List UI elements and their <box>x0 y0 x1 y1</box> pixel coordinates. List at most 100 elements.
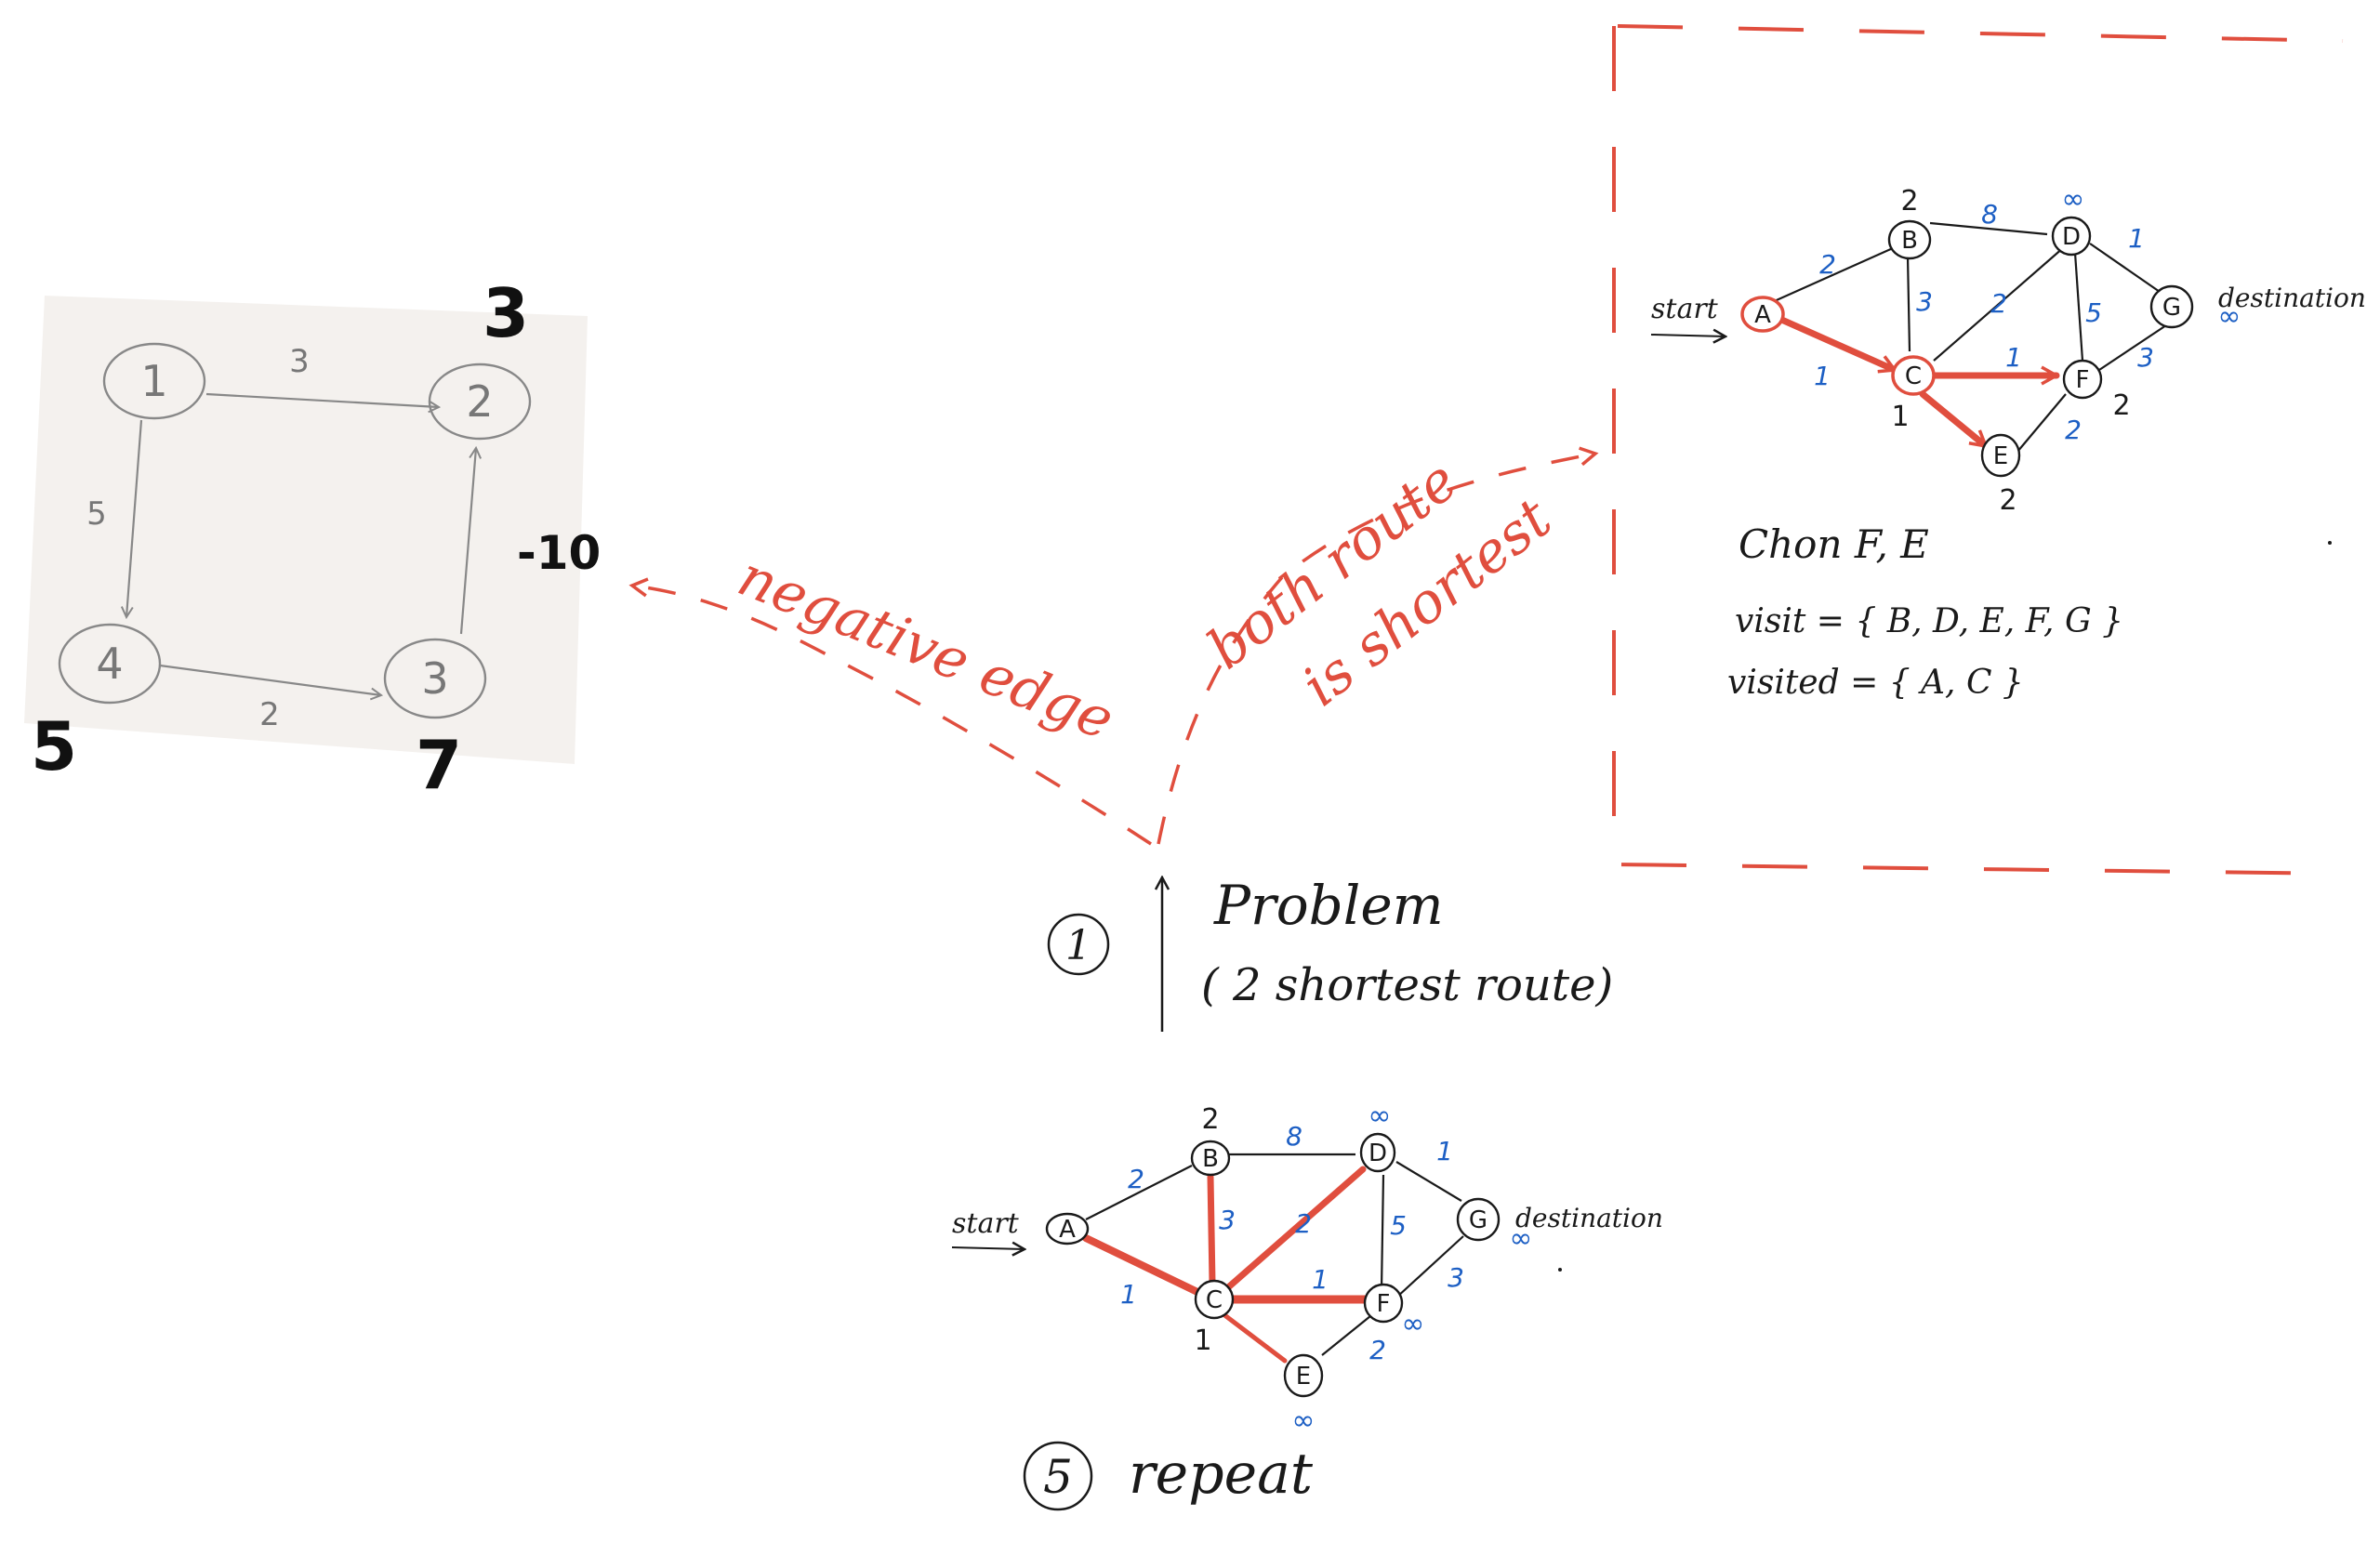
graph-bottom-node-label: A <box>1059 1216 1076 1244</box>
graph-bottom-nodes <box>1045 1132 1501 1398</box>
problem-number-circle <box>1047 913 1110 976</box>
graph-top-edge-c-d <box>1933 246 2065 362</box>
photo-edge-weight-negative: -10 <box>517 526 601 580</box>
problem-subtitle: ( 2 shortest route) <box>1201 959 1613 1011</box>
graph-bottom-edge-weight: 1 <box>1436 1136 1453 1166</box>
photo-node-value: 5 <box>31 707 77 785</box>
graph-bottom-edge-f-g <box>1395 1235 1464 1298</box>
photo-node-3-circle <box>383 638 487 719</box>
graph-top-node-c-circle <box>1891 355 1936 396</box>
photo-edge-4-3 <box>159 664 381 695</box>
photo-edge-3-2 <box>459 448 476 635</box>
graph-top-edge-weight: 1 <box>2005 342 2022 373</box>
photo-node-label: 1 <box>140 356 167 406</box>
photo-graph: 1 2 4 3 3 5 2 -10 3 5 7 <box>24 274 601 804</box>
graph-top-node-label: D <box>2062 223 2081 251</box>
photo-node-label: 3 <box>421 653 448 704</box>
graph-top-edge-weight: 5 <box>2085 297 2102 328</box>
graph-bottom-dist-b: 2 <box>1201 1103 1219 1136</box>
graph-top-node-label: A <box>1754 301 1771 329</box>
graph-bottom-edge-weight: 3 <box>1448 1262 1464 1293</box>
graph-bottom-node-g-circle <box>1456 1197 1501 1242</box>
graph-bottom-highlight <box>1082 1166 1371 1364</box>
dashed-frame-left-bottom <box>1612 26 2344 876</box>
graph-bottom-edge-d-f <box>1380 1174 1385 1291</box>
graph-bottom-edge-weight: 8 <box>1286 1121 1302 1152</box>
repeat-block: 5 repeat <box>1023 1441 1314 1511</box>
graph-top-node-label: F <box>2076 366 2090 394</box>
graph-top-dot <box>2328 541 2332 545</box>
negative-edge-arrow <box>628 577 1152 846</box>
graph-top-note: visit = { B, D, E, F, G } <box>1735 602 2123 640</box>
graph-top-edge-weight: 2 <box>1819 249 1836 280</box>
graph-top-edge-b-c <box>1906 256 1911 352</box>
graph-top-edge-weight: 2 <box>2065 415 2082 445</box>
graph-top-node-d-circle <box>2051 216 2092 257</box>
graph-top-node-b-circle <box>1887 219 1932 260</box>
graph-top-edge-d-f <box>2073 252 2084 362</box>
graph-top-edge-weight: 8 <box>1981 199 1998 230</box>
graph-top-distances: 2 ∞ 1 2 2 ∞ <box>1891 183 2241 517</box>
graph-bottom-edge-weights: 2 8 1 3 2 5 1 1 3 2 <box>1120 1121 1464 1365</box>
photo-node-label: 4 <box>96 639 123 689</box>
graph-bottom-node-label: F <box>1377 1290 1391 1318</box>
graph-bottom-destination-label: destination <box>1515 1203 1663 1233</box>
graph-bottom-path-c-d <box>1223 1166 1367 1292</box>
graph-top-path-c-e <box>1919 390 1990 450</box>
graph-bottom-path-a-c <box>1082 1234 1201 1296</box>
graph-bottom-node-label: B <box>1202 1145 1219 1173</box>
dashed-frame-top <box>1617 24 2344 43</box>
graph-top-edge-f-g <box>2098 324 2167 371</box>
graph-top-edge-weights: 2 8 1 3 2 5 1 1 3 2 <box>1814 199 2154 445</box>
graph-top-dist-d: ∞ <box>2062 183 2085 216</box>
graph-bottom-dot <box>1558 1268 1562 1272</box>
photo-node-2-circle <box>428 362 532 441</box>
graph-top-nodes <box>1740 216 2194 478</box>
photo-nodes <box>58 342 532 719</box>
graph-bottom-edge-weight: 1 <box>1312 1264 1329 1295</box>
graph-bottom-edge-weight: 3 <box>1219 1205 1236 1235</box>
photo-edge-1-2 <box>205 392 439 407</box>
graph-bottom-node-b-circle <box>1190 1140 1231 1177</box>
photo-edge-weight: 2 <box>259 696 280 733</box>
graph-top: A B C D E F G 2 8 1 3 2 5 1 1 3 2 2 ∞ 1 … <box>1650 183 2366 702</box>
photo-edge-weights: 3 5 2 <box>86 343 310 733</box>
photo-node-values: 3 5 7 <box>31 274 529 804</box>
graph-bottom-path-b-c <box>1207 1173 1216 1286</box>
graph-top-edge-e-f <box>2016 393 2067 453</box>
graph-top-node-f-circle <box>2062 359 2103 400</box>
graph-bottom-distances: 2 ∞ 1 ∞ ∞ ∞ <box>1194 1100 1532 1437</box>
graph-bottom-edge-weight: 2 <box>1128 1164 1144 1194</box>
photo-node-label: 2 <box>466 376 493 427</box>
graph-bottom-start-arrow <box>951 1247 1025 1249</box>
graph-bottom-node-e-circle <box>1283 1353 1324 1398</box>
graph-top-destination-label: destination <box>2218 283 2366 313</box>
graph-top-edge-d-g <box>2089 243 2163 295</box>
graph-top-edge-weight: 3 <box>1916 286 1933 317</box>
graph-top-edge-weight: 2 <box>1990 288 2007 319</box>
graph-top-start-arrow <box>1650 335 1726 336</box>
graph-top-node-label: E <box>1993 442 2008 470</box>
problem-title: Problem <box>1213 874 1444 937</box>
graph-top-dist-b: 2 <box>1900 185 1918 217</box>
graph-top-notes: Chon F, E visit = { B, D, E, F, G } visi… <box>1727 521 2123 702</box>
graph-bottom-edge-e-f <box>1321 1315 1371 1356</box>
graph-top-node-labels: A B C D E F G <box>1754 223 2181 470</box>
graph-bottom-dist-e: ∞ <box>1292 1404 1316 1437</box>
negative-edge-label: negative edge <box>729 544 1122 753</box>
photo-node-value: 3 <box>483 274 529 352</box>
repeat-number: 5 <box>1043 1450 1073 1504</box>
photo-node-labels: 1 2 4 3 <box>96 356 493 704</box>
graph-bottom-node-label: G <box>1469 1206 1488 1234</box>
graph-bottom-node-d-circle <box>1359 1132 1396 1173</box>
graph-top-node-label: G <box>2162 294 2181 322</box>
graph-bottom-node-c-circle <box>1194 1279 1235 1320</box>
repeat-label: repeat <box>1129 1442 1314 1507</box>
graph-top-dist-f: 2 <box>2112 389 2130 422</box>
graph-top-node-a-circle <box>1740 296 1785 333</box>
graph-bottom-edge-weight: 1 <box>1120 1279 1137 1310</box>
graph-top-edge-b-d <box>1929 221 2048 236</box>
graph-bottom-dist-f: ∞ <box>1402 1308 1425 1340</box>
photo-node-value: 7 <box>416 726 462 804</box>
